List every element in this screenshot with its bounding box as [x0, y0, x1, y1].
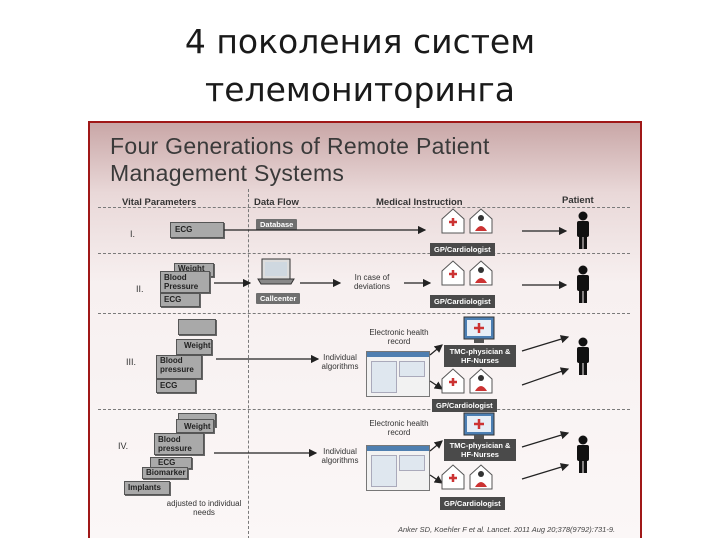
- gen2-vital-ecg-box: [160, 293, 200, 307]
- gen2-instruction: In case of deviations: [353, 273, 391, 291]
- gen3-arrow-patient-bottom: [521, 367, 570, 386]
- gen3-vital-weight-box: [176, 339, 212, 355]
- gen4-ehr-screen: [366, 445, 430, 491]
- gen4-vital-biomarker-box: [142, 467, 188, 479]
- gen4-receiver-tmc: TMC-physician & HF-Nurses: [444, 439, 516, 461]
- divider-gen3: [98, 409, 630, 410]
- gen3-flow-ehr: Electronic health record: [369, 328, 429, 346]
- figure-frame: Four Generations of Remote Patient Manag…: [88, 121, 642, 538]
- gen3-vital-ecg: ECG: [160, 381, 178, 390]
- gen1-vital-ecg: ECG: [170, 222, 224, 238]
- gen3-ehr-pane-left: [371, 361, 397, 393]
- gen3-arrow-gp: [429, 380, 443, 390]
- gen2-vital-weight: Weight: [178, 264, 205, 273]
- gen4-receiver-gp: GP/Cardiologist: [440, 497, 505, 510]
- header-medical-instruction: Medical Instruction: [376, 197, 463, 208]
- gen3-instruction: Individual algorithms: [321, 353, 359, 371]
- gen4-instruction: Individual algorithms: [321, 447, 359, 465]
- gen1-patient-icon: [577, 211, 589, 249]
- gen1-receiver-gp: GP/Cardiologist: [430, 243, 495, 256]
- divider-header: [98, 207, 630, 208]
- gen4-arrow-gp: [429, 474, 443, 484]
- gen4-ehr-screen-bar: [367, 446, 429, 451]
- gen3-vital-bp-box: [156, 355, 202, 379]
- diagram-graphics: [214, 207, 589, 491]
- gen4-vital-blood-pressure: Blood pressure: [158, 435, 192, 453]
- gen1-doctor-icon: [469, 208, 493, 234]
- gen2-numeral: II.: [136, 284, 144, 294]
- citation: Anker SD, Koehler F et al. Lancet. 2011 …: [398, 525, 616, 534]
- gen4-house-icon: [440, 463, 466, 491]
- gen4-patient-icon: [577, 435, 589, 473]
- header-vital-parameters: Vital Parameters: [122, 197, 197, 208]
- gen4-numeral: IV.: [118, 441, 129, 451]
- gen4-vital-ecg: ECG: [158, 458, 176, 467]
- gen3-ehr-screen-bar: [367, 352, 429, 357]
- gen2-patient-icon: [577, 265, 589, 303]
- gen2-vital-bp-box: [160, 271, 210, 293]
- gen4-vital-implants-box: [124, 481, 170, 495]
- gen4-note: adjusted to individual needs: [166, 499, 242, 517]
- gen3-receiver-tmc: TMC-physician & HF-Nurses: [444, 345, 516, 367]
- gen4-arrow-patient-top: [521, 431, 570, 448]
- gen4-monitor-icon: [462, 411, 496, 441]
- gen4-ehr-pane-left: [371, 455, 397, 487]
- gen4-vital-weight-box: [176, 419, 214, 433]
- gen3-vital-ecg-box: [156, 379, 196, 393]
- gen4-arrow-tmc: [429, 440, 443, 452]
- gen4-arrow-patient-bottom: [521, 463, 570, 480]
- gen3-numeral: III.: [126, 357, 137, 367]
- gen3-doctor-icon: [469, 368, 493, 394]
- gen3-arrow-patient-top: [521, 335, 570, 352]
- divider-vertical: [248, 189, 249, 538]
- divider-gen2: [98, 313, 630, 314]
- divider-gen1: [98, 253, 630, 254]
- gen1-numeral: I.: [130, 229, 136, 239]
- gen3-vital-weight-top: [178, 319, 216, 335]
- gen3-vital-weight: Weight: [184, 341, 211, 350]
- gen3-patient-icon: [577, 337, 589, 375]
- header-patient: Patient: [562, 195, 594, 206]
- gen4-vital-weight: Weight: [184, 422, 211, 431]
- gen2-house-icon: [440, 259, 466, 287]
- gen2-flow-callcenter: Callcenter: [256, 293, 301, 304]
- gen2-receiver-gp: GP/Cardiologist: [430, 295, 495, 308]
- slide-title-line1: 4 поколения систем: [184, 22, 536, 61]
- gen4-ehr-pane-right: [399, 455, 425, 471]
- gen3-receiver-gp: GP/Cardiologist: [432, 399, 497, 412]
- gen4-vital-bp-box: [154, 433, 204, 455]
- gen2-vital-blood-pressure: Blood Pressure: [164, 273, 199, 291]
- gen2-laptop-icon: [257, 258, 295, 285]
- slide-title-line2: телемониторинга: [205, 70, 515, 109]
- gen3-arrow-tmc: [429, 344, 443, 356]
- header-data-flow: Data Flow: [254, 197, 299, 208]
- gen2-doctor-icon: [469, 260, 493, 286]
- gen4-vital-biomarker: Biomarker: [146, 468, 186, 477]
- gen4-doctor-icon: [469, 464, 493, 490]
- gen1-house-icon: [440, 207, 466, 235]
- gen3-ehr-screen: [366, 351, 430, 397]
- gen4-vital-implants: Implants: [128, 483, 161, 492]
- gen3-vital-blood-pressure: Blood pressure: [160, 356, 194, 374]
- gen1-flow-database: Database: [256, 219, 298, 230]
- figure-title-line1: Four Generations of Remote Patient: [110, 133, 490, 159]
- gen4-flow-ehr: Electronic health record: [369, 419, 429, 437]
- figure-title: Four Generations of Remote Patient Manag…: [110, 133, 490, 187]
- gen2-vital-ecg: ECG: [164, 295, 182, 304]
- gen3-house-icon: [440, 367, 466, 395]
- gen3-monitor-icon: [462, 315, 496, 345]
- figure-title-line2: Management Systems: [110, 160, 345, 186]
- gen3-ehr-pane-right: [399, 361, 425, 377]
